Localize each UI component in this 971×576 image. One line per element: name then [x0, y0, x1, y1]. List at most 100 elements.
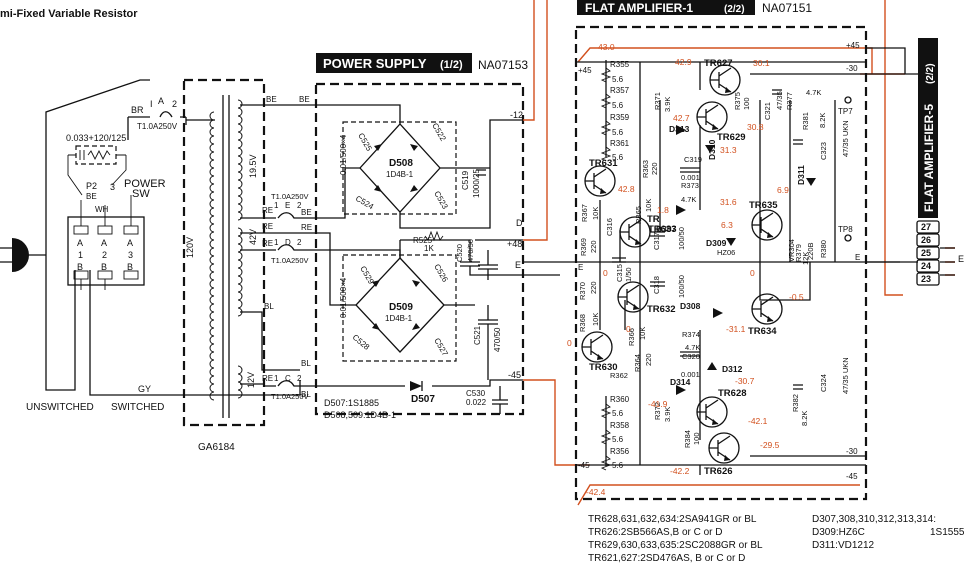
tr628-label: TR628 [718, 388, 747, 399]
d307-label: D307 [656, 224, 677, 234]
bias-column-wires [639, 62, 661, 465]
r379-val: 12K [801, 252, 810, 265]
switch-col-2: 2 [102, 250, 107, 260]
switch-title-1: POWER [124, 178, 166, 190]
power-supply-board-outline [314, 82, 525, 416]
transistor-group [581, 64, 783, 464]
switch-pin-a2 [97, 225, 113, 235]
switch-title-2: SW [132, 188, 150, 200]
note-2: TR626:2SB566AS,B or C or D [588, 527, 723, 538]
volt-0-a: 0 [603, 268, 608, 278]
note-6: D309:HZ6C [812, 527, 865, 538]
ps-note-1: D507:1S1885 [324, 398, 379, 408]
transformer-name: GA6184 [198, 442, 235, 453]
tr632-label: TR632 [647, 304, 676, 315]
r377-val: 4.7K [806, 88, 821, 97]
secondary-coil-1-path [237, 99, 243, 221]
fuse2-2: 2 [297, 201, 302, 210]
transformer-secondary-coil-3 [237, 365, 243, 399]
r525-val: 1K [424, 244, 434, 253]
output-column-wires [759, 100, 836, 301]
ladder-top-resistor-0 [600, 67, 612, 83]
c519-label: C519 [461, 170, 470, 190]
tr630-pins [582, 334, 604, 360]
tr633-pins [620, 219, 642, 245]
note-4: TR621,627:2SD476AS, B or C or D [588, 553, 745, 564]
d308-symbol [713, 308, 723, 318]
r379-label: R379 [794, 244, 803, 262]
d310-symbol [705, 145, 715, 153]
tr632-emitter-arrow [633, 304, 639, 310]
r374-val: 4.7K [685, 343, 700, 352]
r355-val: 5.6 [612, 75, 624, 84]
power-supply-title: POWER SUPPLY [323, 56, 427, 71]
r364-label: R364 [633, 354, 642, 372]
c530-label: C530 [466, 389, 486, 398]
power-supply-header-box [316, 53, 472, 73]
primary-lead-top [185, 119, 215, 125]
d309-symbol [726, 238, 736, 246]
switch-row-b-3: B [127, 262, 133, 272]
c315-label: C315 [615, 264, 624, 282]
d507-symbol [410, 381, 422, 391]
r364-val: 220 [644, 353, 653, 366]
fuse1-symbol [263, 244, 316, 251]
switch-pin-leads [80, 195, 132, 290]
flat-amp-board-outline [574, 25, 868, 501]
r363-label: R363 [641, 160, 650, 178]
fuse1-rating: T1.0A250V [271, 256, 309, 265]
ps-note-2: D508,509:1D4B-1 [324, 410, 396, 420]
bridge-d508-diodes [374, 144, 418, 192]
tr629-emitter-arrow [712, 124, 718, 130]
r360-label: R360 [610, 395, 630, 404]
transformer-secondary-coil-2 [237, 227, 243, 317]
r525-label: R525 [413, 236, 433, 245]
snubber-cap [79, 150, 85, 160]
fuse-main-2: 2 [172, 99, 177, 109]
r365-val: 10K [644, 199, 653, 212]
orange-wire-top-rail [577, 47, 873, 74]
power-supply-title-part: (1/2) [440, 59, 463, 71]
ladder-top-resistor-1 [600, 93, 612, 109]
corner-title: mi-Fixed Variable Resistor [0, 8, 138, 20]
d509-type: 1D4B-1 [385, 314, 413, 323]
connector-pin-27 [916, 220, 940, 234]
caps2-label: 0.01/500×4 [339, 277, 348, 318]
flat-amp-header-box [577, 0, 755, 15]
volt-minus-42-2: -42.2 [670, 466, 690, 476]
fuse2-re: RE [262, 206, 273, 215]
c324-val: 47/35 UKN [841, 357, 850, 394]
switch-col-1: 1 [78, 250, 83, 260]
switch-row-b-2: B [101, 262, 107, 272]
bridge-d508-inputs [316, 104, 401, 219]
transformer-outline [182, 78, 266, 427]
r371-label: R371 [653, 92, 662, 110]
switch-row-b-1: B [77, 262, 83, 272]
volt-31-3: 31.3 [720, 145, 737, 155]
volt-minus-30-7: -30.7 [735, 376, 755, 386]
r368-label: R368 [578, 314, 587, 332]
d508-type: 1D4B-1 [386, 170, 414, 179]
node-d: D [516, 218, 523, 228]
r361-val: 5.6 [612, 153, 624, 162]
switch-wh-label: WH [95, 205, 109, 214]
primary-coil-path [209, 111, 215, 401]
r366-label: R366 [627, 328, 636, 346]
volt-31-6: 31.6 [720, 197, 737, 207]
v-minus12: -12 [510, 110, 523, 120]
volt-42-7: 42.7 [673, 113, 690, 123]
node-e: E [515, 260, 521, 270]
fuse-main-i: I [150, 99, 153, 109]
r361-label: R361 [610, 139, 630, 148]
switch-row-a-2: A [101, 238, 107, 248]
d312-symbol [707, 362, 717, 370]
c520b-symbol [478, 250, 498, 280]
d307-symbol [676, 205, 686, 215]
switch-p2-label: P2 [86, 181, 97, 191]
r380-label: R380 [819, 240, 828, 258]
note-5b: 1S1555 [930, 527, 965, 538]
d509-label: D509 [389, 302, 413, 313]
switched-label: SWITCHED [111, 402, 164, 413]
tr630-label: TR630 [589, 362, 618, 373]
rail-e-right: E [855, 253, 860, 262]
